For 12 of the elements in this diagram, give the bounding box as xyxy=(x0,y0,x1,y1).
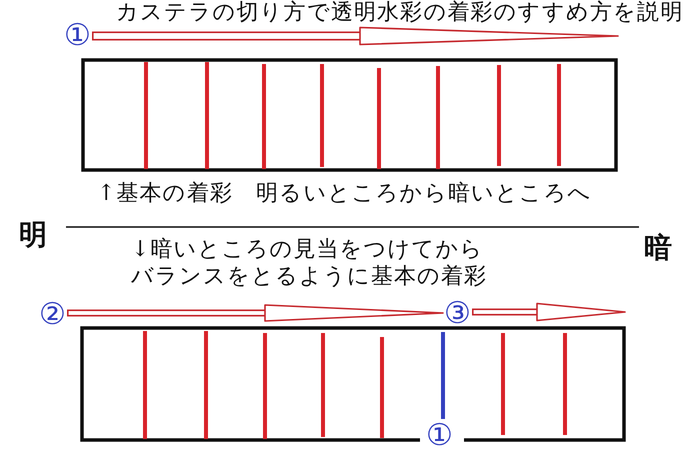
title-text: カステラの切り方で透明水彩の着彩のすすめ方を説明 xyxy=(116,0,684,26)
caption-text: ↓暗いところの見当をつけてからバランスをとるように基本の着彩 xyxy=(131,236,488,290)
step-number: ③ xyxy=(444,298,471,330)
block-arrow xyxy=(472,302,626,322)
light-label: 明 xyxy=(19,218,47,252)
block-arrow xyxy=(67,304,444,322)
step-number: ① xyxy=(426,420,453,452)
step-number: ① xyxy=(64,20,91,52)
step-number: ② xyxy=(39,299,66,331)
dark-label: 暗 xyxy=(644,231,672,265)
caption-text: ↑基本の着彩 明るいところから暗いところへ xyxy=(97,181,592,208)
block-arrow xyxy=(92,26,619,46)
